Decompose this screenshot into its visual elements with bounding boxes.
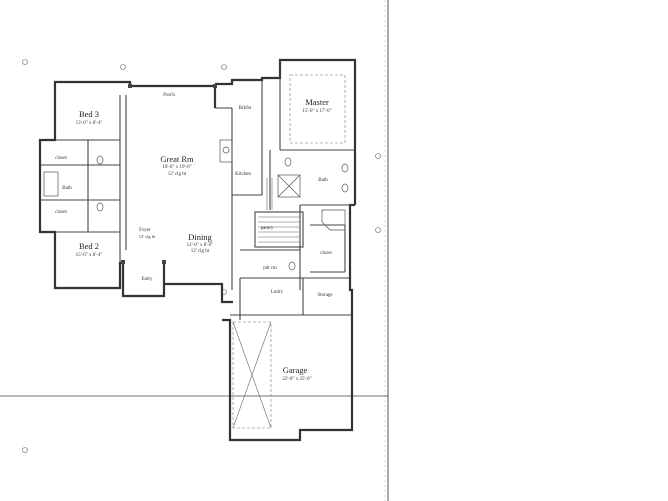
garage-door-x — [232, 321, 272, 429]
kitchen-sink — [222, 146, 230, 154]
room-label-kitchen: Kitchen — [235, 172, 251, 177]
island — [219, 139, 233, 163]
room-label-bed2: Bed 2 — [78, 241, 100, 251]
room-ceiling-dining: 12' clg ht — [190, 249, 210, 254]
sink — [341, 183, 349, 193]
room-label-master: Master — [305, 97, 329, 107]
grid-markers — [22, 59, 381, 453]
room-label-bed3: Bed 3 — [78, 109, 100, 119]
room-label-bath-left: Bath — [62, 186, 72, 191]
fixtures — [43, 139, 349, 271]
room-label-bath-master: Bath — [318, 178, 328, 183]
room-dim-dining: 12'-0" x 8'-0" — [186, 243, 214, 248]
room-label-entry: Entry — [141, 277, 153, 282]
room-dim-bed3: 13'-0" x 8'-4" — [75, 121, 103, 126]
room-label-great-rm: Great Rm — [160, 154, 194, 164]
room-ceiling-great-rm: 12' clg ht — [167, 172, 187, 177]
stairs — [258, 178, 300, 243]
room-dim-great-rm: 16'-8" x 19'-0" — [162, 165, 192, 170]
sink — [341, 163, 349, 173]
room-label-foyer: Foyer — [139, 228, 151, 233]
toilet — [96, 202, 104, 212]
room-label-pantry: pantry — [260, 226, 274, 231]
toilet — [288, 261, 296, 271]
room-label-garage: Garage — [282, 365, 308, 375]
room-label-lndry: Lndry — [270, 290, 284, 295]
shower — [277, 174, 301, 198]
room-label-porch: Porch — [163, 93, 175, 98]
room-label-closet-bottom: closet — [55, 210, 67, 215]
toilet — [284, 157, 292, 167]
room-label-closet-top: closet — [55, 156, 67, 161]
room-label-brkfst: Brkfst — [238, 106, 252, 111]
room-label-storage: Storage — [317, 293, 333, 298]
corner-tub — [321, 209, 346, 231]
exterior-walls — [38, 58, 357, 442]
room-label-closet-master: closet — [320, 251, 332, 256]
room-ceiling-foyer: 12' clg ht — [138, 234, 156, 239]
room-label-pdr-rm: pdr rm — [263, 266, 277, 271]
porch-posts — [121, 84, 217, 264]
room-label-dining: Dining — [188, 232, 212, 242]
tub — [43, 171, 59, 197]
room-dim-master: 15'-0" x 17'-0" — [302, 109, 332, 114]
ceiling-outlines — [232, 74, 346, 429]
room-dim-garage: 22'-8" x 25'-0" — [282, 377, 312, 382]
toilet — [96, 155, 104, 165]
room-dim-bed2: 15'-0" x 8'-4" — [75, 253, 103, 258]
